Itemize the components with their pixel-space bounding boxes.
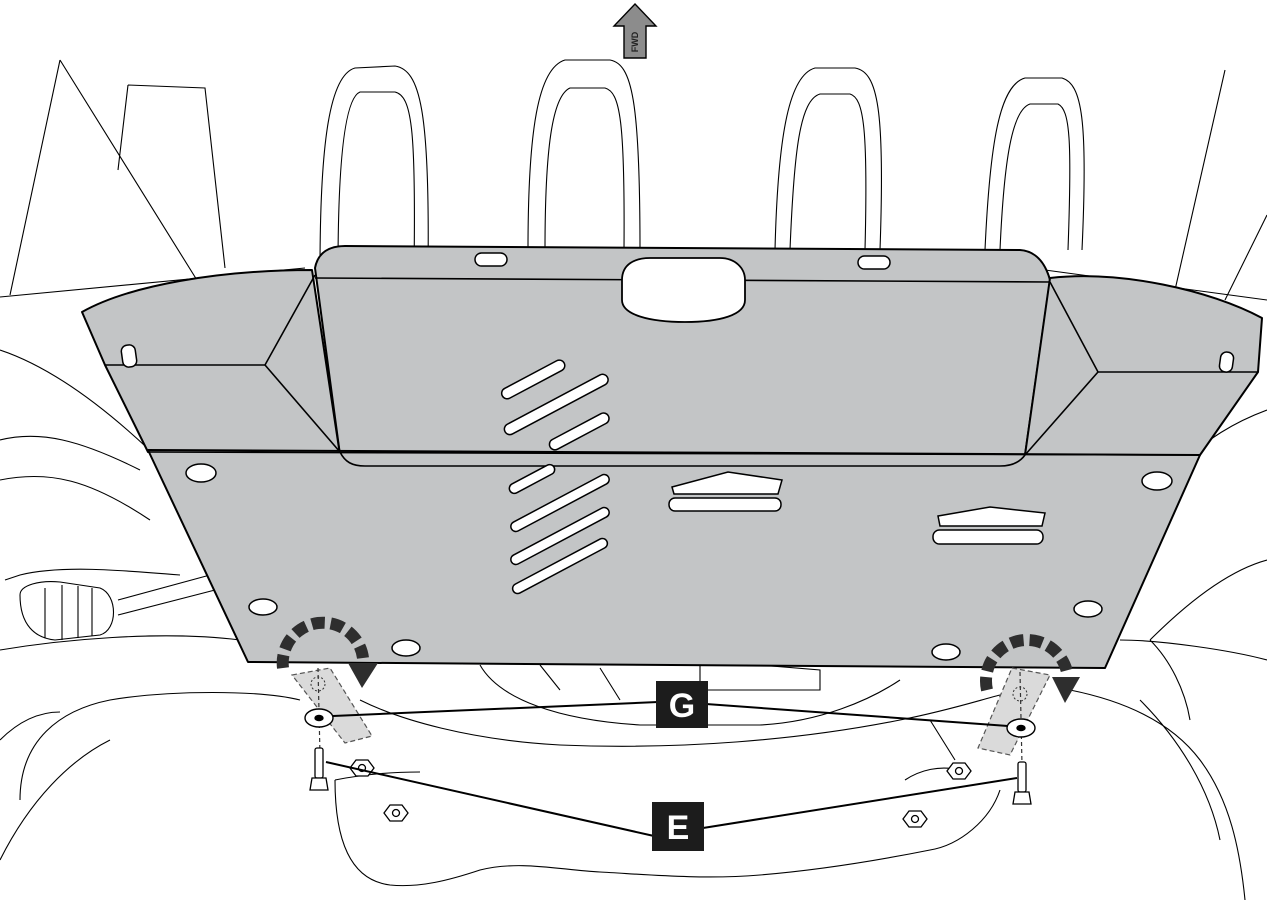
louver-center <box>668 471 783 512</box>
skid-plate-center-notch <box>621 257 746 323</box>
leader-lines <box>325 701 1018 837</box>
skid-plate-right-wing <box>1024 275 1263 456</box>
vent-slots-lower <box>508 463 610 595</box>
bolt-left-icon <box>309 747 329 791</box>
rotation-arrow-right-icon <box>980 634 1080 703</box>
callout-e-label: E <box>667 809 690 847</box>
skid-plate-main-panel <box>147 449 1201 669</box>
leader-line-g-left <box>332 701 659 717</box>
round-hole <box>248 598 278 616</box>
callout-g-label: G <box>669 687 695 725</box>
louver-right <box>932 506 1046 545</box>
callout-g: G <box>656 681 708 728</box>
slot-hole <box>1218 351 1235 373</box>
skid-plate <box>81 245 1263 669</box>
bolt-right-icon <box>1012 761 1032 805</box>
mount-bracket-right <box>977 667 1051 766</box>
round-hole <box>1141 471 1173 491</box>
round-hole <box>1073 600 1103 618</box>
skid-plate-holes <box>120 252 1235 661</box>
rotation-arrow-left-icon <box>276 616 378 688</box>
round-hole <box>931 643 961 661</box>
washer-right-icon <box>1006 718 1036 738</box>
leader-line-g-right <box>705 703 1009 727</box>
vent-slots-upper <box>500 359 610 451</box>
slot-hole <box>857 255 891 270</box>
weld-nut-icon <box>383 804 409 822</box>
washer-left-icon <box>304 708 334 728</box>
slot-hole <box>120 344 138 368</box>
callout-e: E <box>652 802 704 851</box>
forward-arrow-icon: FWD <box>612 2 658 59</box>
weld-nut-icon <box>946 762 972 780</box>
skid-plate-left-wing <box>81 269 341 456</box>
forward-arrow-label: FWD <box>630 31 640 52</box>
leader-line-e-right <box>702 777 1018 829</box>
vehicle-background-lineart <box>0 59 1267 901</box>
slot-hole <box>474 252 508 267</box>
round-hole <box>391 639 421 657</box>
round-hole <box>185 463 217 483</box>
weld-nut-icon <box>902 810 928 828</box>
leader-line-e-left <box>325 761 655 837</box>
